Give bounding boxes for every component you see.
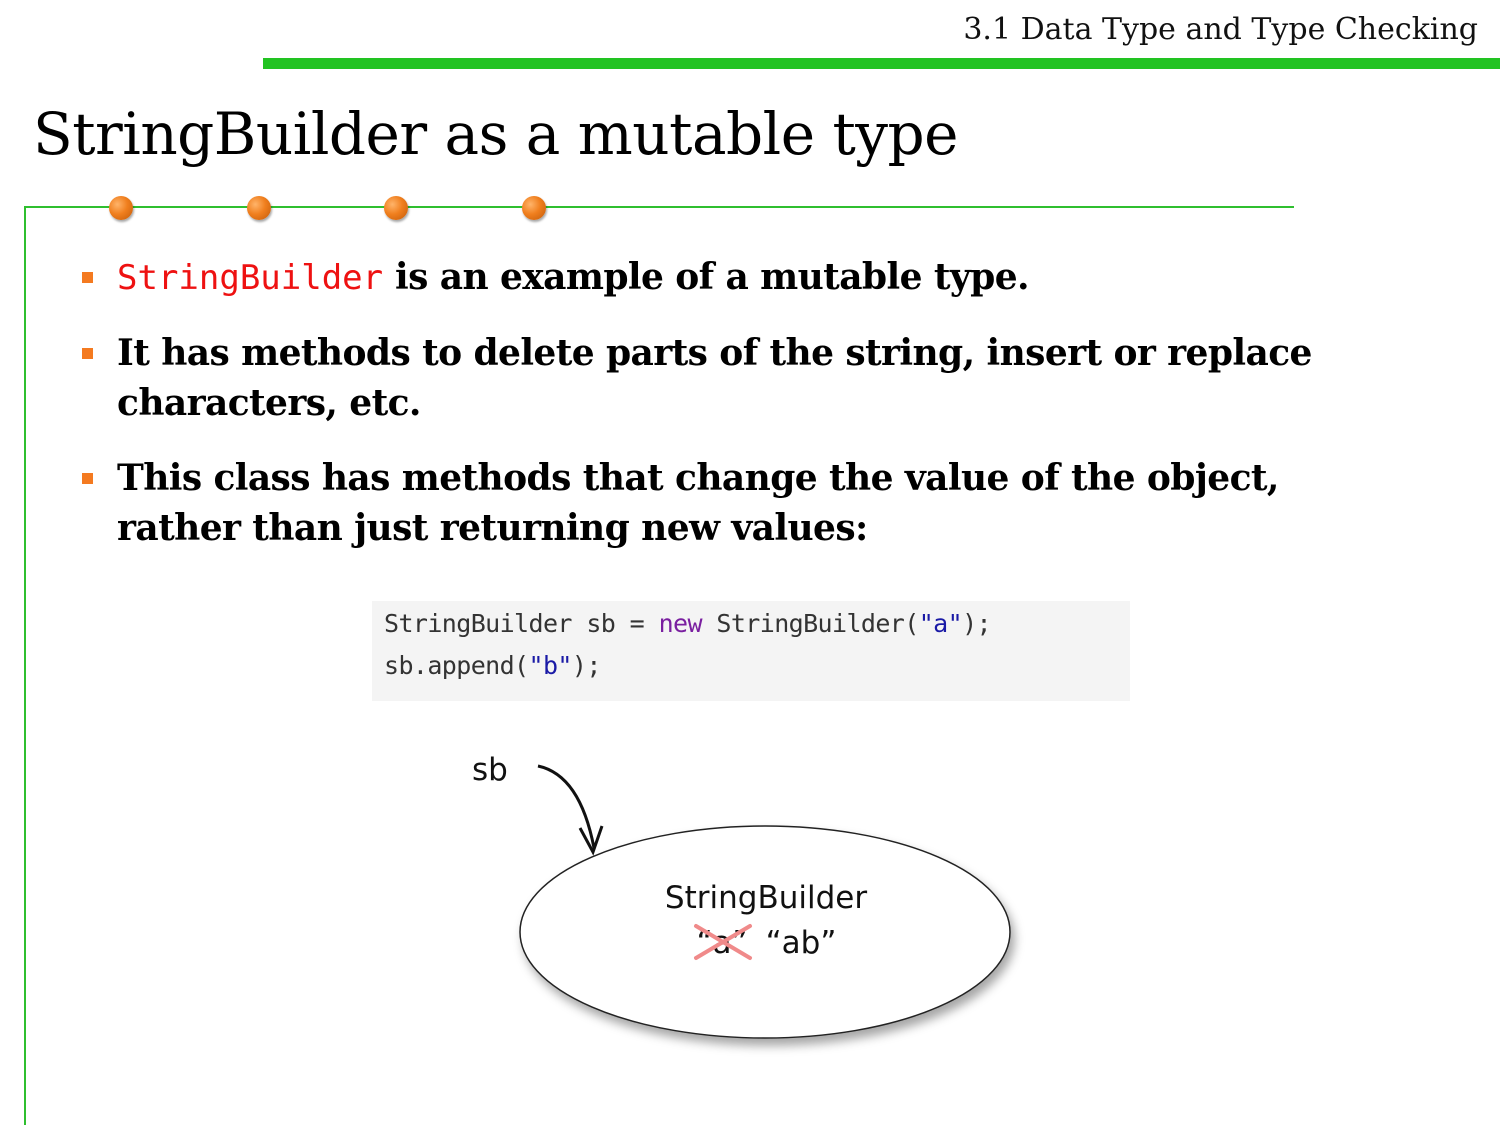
- strike-cross-icon: [694, 924, 752, 960]
- code-token: );: [962, 609, 992, 638]
- decorative-horizontal-line: [24, 206, 1294, 208]
- decorative-dot-icon: [522, 196, 546, 220]
- code-token: sb.append(: [384, 651, 529, 680]
- header-accent-bar: [263, 58, 1500, 69]
- square-bullet-icon: [82, 272, 93, 283]
- bullet-list: StringBuilder is an example of a mutable…: [82, 252, 1382, 578]
- bullet-text: This class has methods that change the v…: [117, 457, 1279, 549]
- arrow-head-icon: [578, 825, 604, 856]
- bullet-text: It has methods to delete parts of the st…: [117, 332, 1312, 424]
- decorative-dot-icon: [109, 196, 133, 220]
- square-bullet-icon: [82, 348, 93, 359]
- bullet-item: StringBuilder is an example of a mutable…: [82, 252, 1382, 303]
- bullet-text: is an example of a mutable type.: [383, 256, 1030, 298]
- code-block: StringBuilder sb = new StringBuilder("a"…: [372, 601, 1130, 701]
- code-keyword: new: [658, 609, 703, 638]
- code-token: StringBuilder sb =: [384, 609, 659, 638]
- section-title: 3.1 Data Type and Type Checking: [963, 12, 1478, 47]
- code-token: );: [571, 651, 602, 680]
- bullet-item: This class has methods that change the v…: [82, 453, 1382, 553]
- slide-title: StringBuilder as a mutable type: [33, 100, 959, 168]
- decorative-dot-icon: [247, 196, 271, 220]
- inline-code: StringBuilder: [117, 258, 384, 298]
- decorative-dot-icon: [384, 196, 408, 220]
- object-type-label: StringBuilder: [665, 880, 867, 916]
- code-line: sb.append("b");: [384, 651, 601, 680]
- code-string: "b": [528, 651, 573, 680]
- reference-arrow: [537, 764, 596, 849]
- decorative-vertical-line: [24, 206, 26, 1125]
- square-bullet-icon: [82, 473, 93, 484]
- code-string: "a": [918, 609, 963, 638]
- object-ellipse: [519, 825, 1011, 1039]
- bullet-item: It has methods to delete parts of the st…: [82, 328, 1382, 428]
- new-value: “ab”: [766, 925, 837, 961]
- code-line: StringBuilder sb = new StringBuilder("a"…: [384, 609, 992, 638]
- variable-label: sb: [472, 752, 508, 788]
- code-token: StringBuilder(: [701, 609, 919, 638]
